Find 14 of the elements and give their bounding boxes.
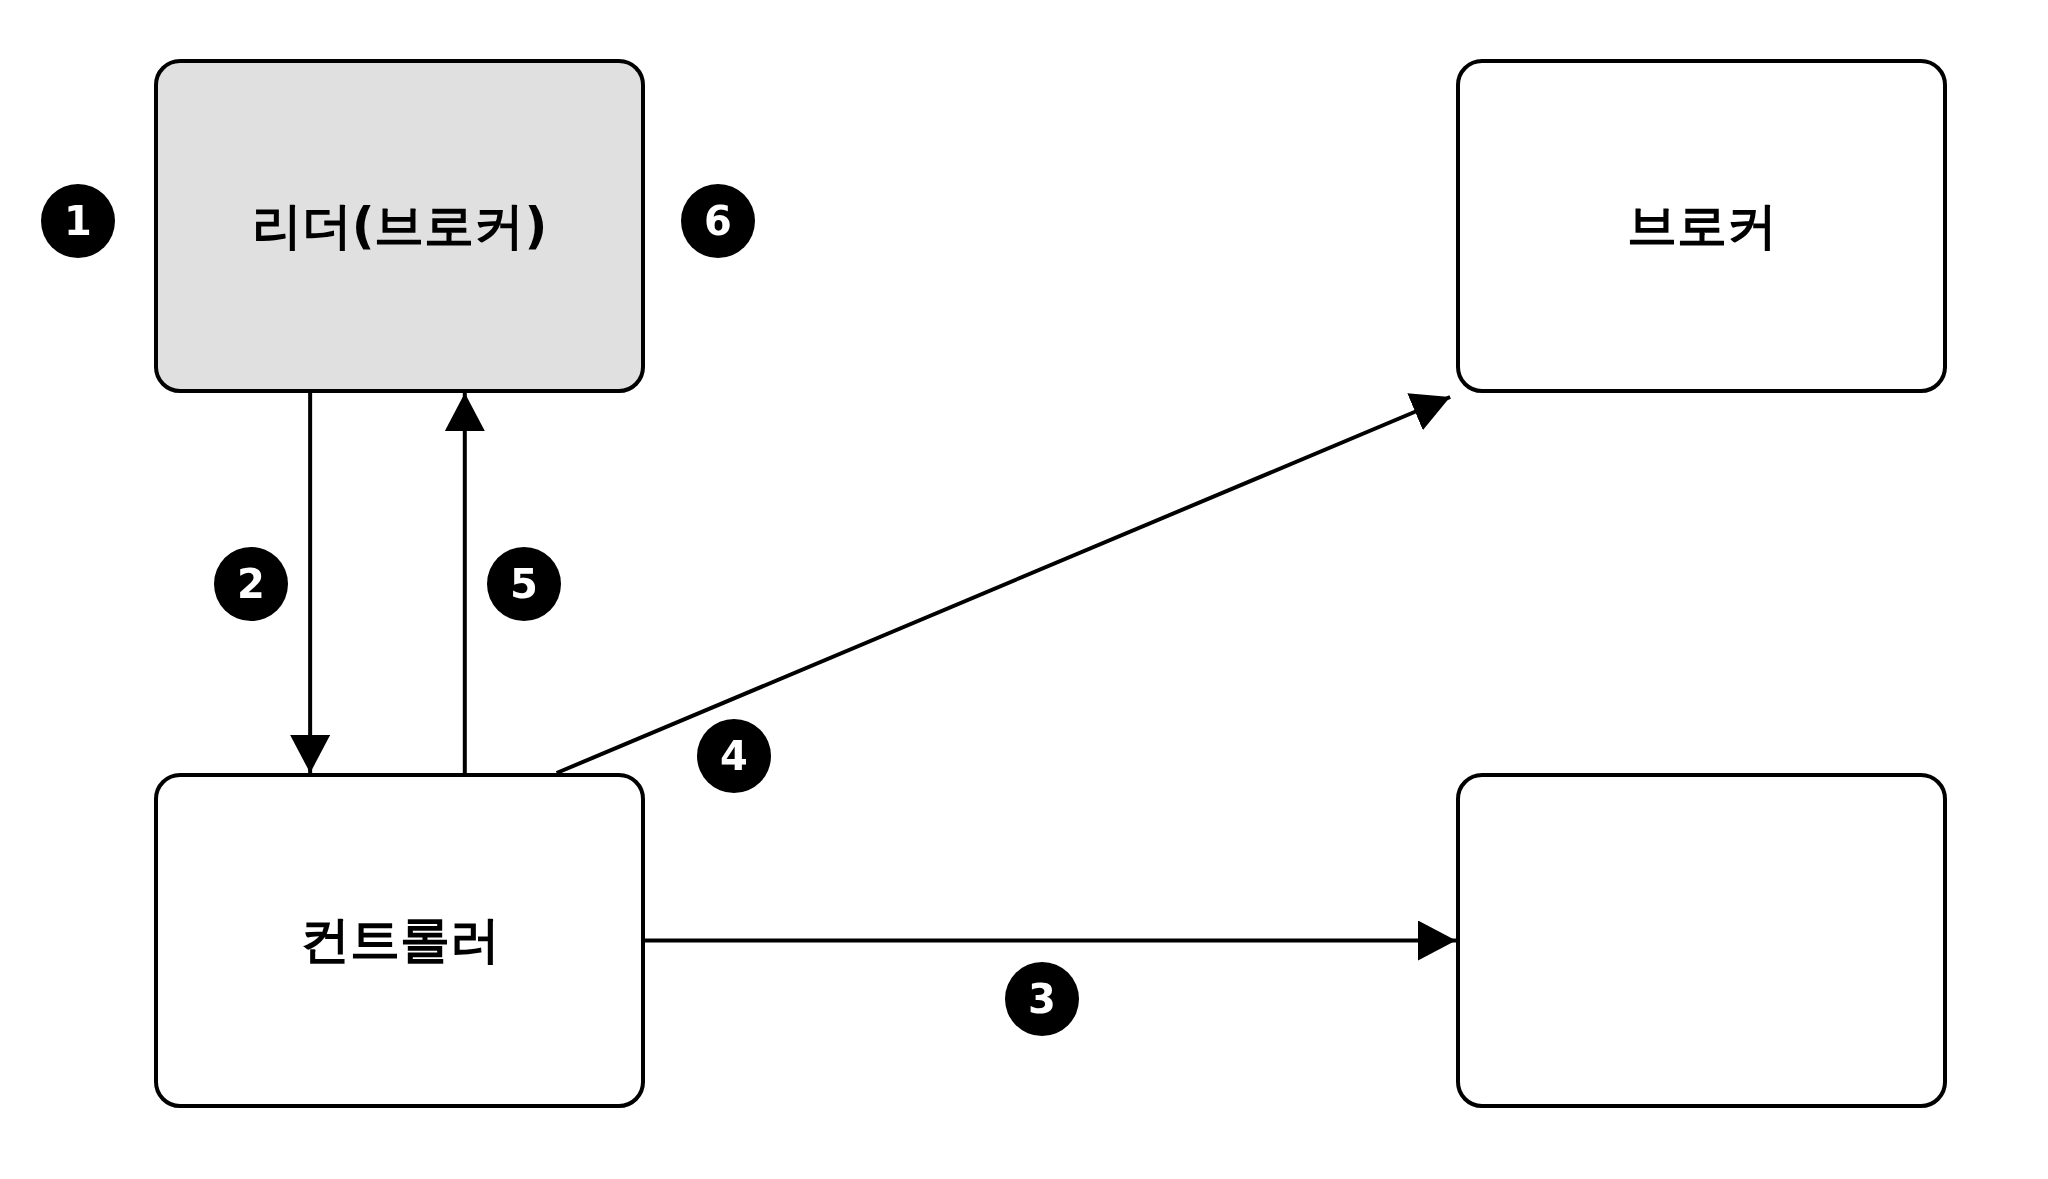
process-box: 컨트롤러 [154,773,645,1108]
arrow [645,920,1456,961]
empty-box [1456,773,1947,1108]
callout-number: 5 [487,547,561,621]
arrow [555,393,1451,775]
callout-number: 4 [697,719,771,793]
callout-number: 6 [681,184,755,258]
callout-number: 3 [1005,962,1079,1036]
arrow [290,393,331,773]
arrow [444,393,485,773]
process-box: 브로커 [1456,59,1947,393]
callout-number: 1 [41,184,115,258]
callout-number: 2 [214,547,288,621]
process-box: 리더(브로커) [154,59,645,393]
